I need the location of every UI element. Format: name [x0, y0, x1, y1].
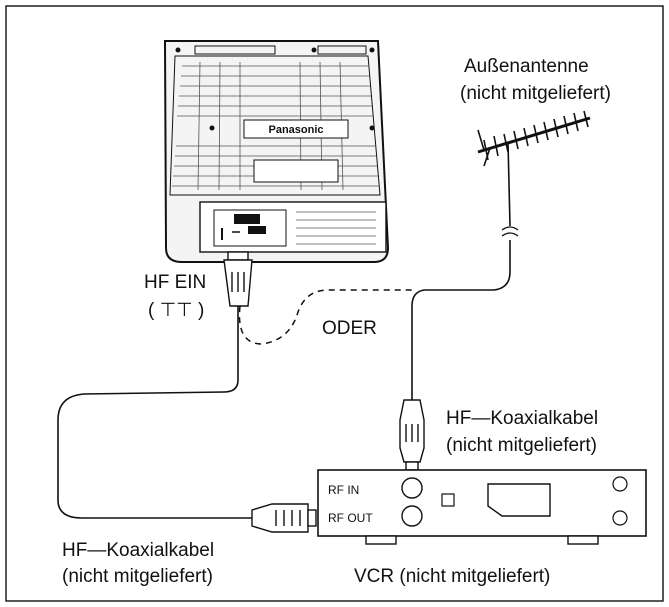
outdoor-antenna-note: (nicht mitgeliefert) [460, 83, 611, 104]
tv-antenna-plug [223, 251, 253, 307]
vcr-rf-out-socket [401, 505, 423, 527]
vcr-unit: RF IN RF OUT [317, 469, 647, 545]
tv-rear-view: Panasonic [163, 40, 390, 263]
tv-to-vcr-cable [57, 306, 252, 519]
hf-in-label: HF EIN [144, 272, 206, 293]
coax-bottom-label: HF—Koaxialkabel [62, 540, 214, 561]
tv-brand-logo: Panasonic [268, 124, 323, 136]
cable-break-mark [501, 226, 519, 237]
vcr-rf-out-plug [251, 503, 317, 533]
alternative-dashed-connection [238, 289, 412, 345]
diagram-frame [5, 5, 664, 602]
vcr-rf-out-label: RF OUT [328, 511, 373, 525]
coax-bottom-note: (nicht mitgeliefert) [62, 566, 213, 587]
antenna-to-vcr-cable [411, 248, 511, 400]
vcr-rf-in-socket [401, 477, 423, 499]
coax-top-label: HF—Koaxialkabel [446, 408, 598, 429]
outdoor-antenna-label: Außenantenne [464, 56, 589, 77]
coax-top-note: (nicht mitgeliefert) [446, 435, 597, 456]
hf-in-symbol: ( ⊤⊤ ) [148, 300, 204, 321]
vcr-rf-in-plug [399, 399, 425, 471]
outdoor-antenna [477, 110, 591, 248]
oder-label: ODER [322, 318, 377, 339]
vcr-rf-in-label: RF IN [328, 483, 359, 497]
vcr-caption: VCR (nicht mitgeliefert) [354, 566, 550, 587]
